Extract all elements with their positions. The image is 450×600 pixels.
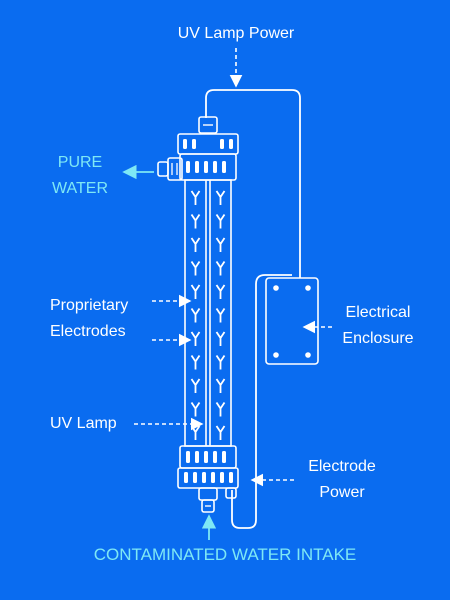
- label-electrodes-line2: Electrodes: [50, 323, 126, 340]
- electrode-chevrons: [190, 190, 226, 440]
- electrode-chevron-1: [215, 190, 226, 205]
- electrode-chevron-11: [215, 308, 226, 323]
- label-enclosure-line2: Enclosure: [342, 330, 414, 347]
- top-cap: [177, 133, 239, 181]
- label-enclosure-line1: Electrical: [345, 304, 411, 321]
- label-uv-lamp: UV Lamp: [50, 415, 117, 432]
- uv-lamp-power-cable: [205, 89, 301, 278]
- electrode-chevron-14: [190, 355, 201, 370]
- electrode-chevron-18: [190, 402, 201, 417]
- electrode-chevron-2: [190, 214, 201, 229]
- electrode-chevron-13: [215, 331, 226, 346]
- electrode-chevron-3: [215, 214, 226, 229]
- label-electrodes-line1: Proprietary: [50, 297, 129, 314]
- label-uv-lamp-power: UV Lamp Power: [177, 25, 295, 42]
- electrode-chevron-7: [215, 261, 226, 276]
- electrode-chevron-21: [215, 425, 226, 440]
- electrode-chevron-15: [215, 355, 226, 370]
- label-electrode-power-line1: Electrode: [308, 458, 376, 475]
- electrode-chevron-10: [190, 308, 201, 323]
- electrode-chevron-9: [215, 284, 226, 299]
- electrode-chevron-12: [190, 331, 201, 346]
- pure-water-outlet: [157, 157, 183, 181]
- electrode-chevron-16: [190, 378, 201, 393]
- intake-fitting: [198, 487, 237, 513]
- reactor-tube: [184, 179, 232, 447]
- electrode-chevron-6: [190, 261, 201, 276]
- electrode-power-cable: [231, 274, 292, 529]
- label-pure-water-line2: WATER: [52, 180, 108, 197]
- label-electrode-power-line2: Power: [319, 484, 365, 501]
- electrode-chevron-19: [215, 402, 226, 417]
- electrode-chevron-0: [190, 190, 201, 205]
- electrode-chevron-4: [190, 237, 201, 252]
- electrode-chevron-5: [215, 237, 226, 252]
- electrode-chevron-17: [215, 378, 226, 393]
- top-connector: [198, 116, 218, 134]
- electrical-enclosure: [265, 277, 319, 365]
- electrode-chevron-20: [190, 425, 201, 440]
- label-contaminated-water-intake: CONTAMINATED WATER INTAKE: [93, 545, 357, 564]
- bottom-cap: [177, 445, 239, 489]
- electrode-chevron-8: [190, 284, 201, 299]
- label-pure-water-line1: PURE: [57, 154, 103, 171]
